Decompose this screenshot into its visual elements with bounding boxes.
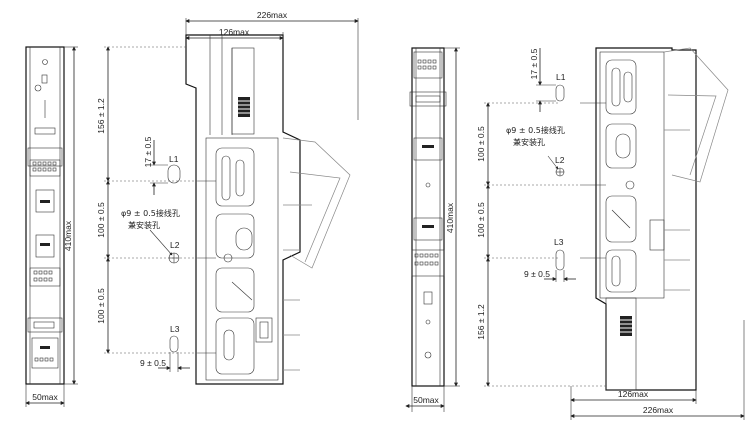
dim-226-left: 226max (257, 10, 288, 20)
label-l2-left: L2 (170, 240, 180, 250)
dim-126-right: 126max (618, 389, 649, 399)
label-l2-right: L2 (555, 155, 565, 165)
dim-410-right: 410max (445, 202, 455, 233)
label-l1-right: L1 (556, 72, 566, 82)
right-l1: 17 ± 0.5 L1 (529, 48, 566, 112)
dim-17-left: 17 ± 0.5 (143, 136, 153, 167)
dim-50-right: 50max (413, 395, 439, 405)
left-dim-50: 50max (25, 384, 65, 407)
note-line1-right: φ9 ± 0.5接线孔 (506, 125, 565, 135)
dim-410-left: 410max (63, 220, 73, 251)
hatched-knob-icon (238, 97, 250, 117)
right-vertical-dims: 100 ± 0.5 100 ± 0.5 156 ± 1.2 (476, 102, 606, 387)
dim-50-left: 50max (32, 392, 58, 402)
left-l2: φ9 ± 0.5接线孔 兼安装孔 L2 (121, 208, 180, 264)
right-dim-widths: 126max 226max (570, 320, 745, 420)
left-side-view (185, 34, 351, 385)
right-dim-50: 50max (405, 386, 445, 412)
dim-9-left: 9 ± 0.5 (140, 358, 166, 368)
note-line2-left: 兼安装孔 (128, 220, 160, 230)
left-front-view (25, 46, 65, 385)
right-front-view (409, 47, 447, 387)
left-drawing: 410max 50max (25, 10, 359, 407)
label-l1-left: L1 (169, 154, 179, 164)
dim-100a-right: 100 ± 0.5 (476, 126, 486, 162)
dim-9-right: 9 ± 0.5 (524, 269, 550, 279)
label-l3-right: L3 (554, 237, 564, 247)
label-l3-left: L3 (170, 324, 180, 334)
right-dim-410: 410max (444, 47, 460, 387)
left-l3: 9 ± 0.5 L3 (140, 324, 190, 372)
right-side-view (580, 47, 729, 391)
dim-17-right: 17 ± 0.5 (529, 48, 539, 79)
right-l2: φ9 ± 0.5接线孔 兼安装孔 L2 (506, 125, 565, 177)
left-l1: 17 ± 0.5 L1 (143, 136, 181, 195)
note-line1-left: φ9 ± 0.5接线孔 (121, 208, 180, 218)
right-drawing: 410max 50max (405, 47, 745, 420)
dim-126-left: 126max (219, 27, 250, 37)
dim-100b-right: 100 ± 0.5 (476, 202, 486, 238)
right-l3: 9 ± 0.5 L3 (524, 237, 576, 282)
dim-100b-left: 100 ± 0.5 (96, 288, 106, 324)
left-dim-410: 410max (63, 46, 78, 385)
left-vertical-dims: 156 ± 1.2 100 ± 0.5 100 ± 0.5 (96, 46, 198, 354)
dim-226-right: 226max (643, 405, 674, 415)
dim-156-left: 156 ± 1.2 (96, 98, 106, 134)
dim-100a-left: 100 ± 0.5 (96, 202, 106, 238)
note-line2-right: 兼安装孔 (513, 137, 545, 147)
dim-156-right: 156 ± 1.2 (476, 304, 486, 340)
left-dim-widths: 226max 126max (185, 10, 359, 120)
